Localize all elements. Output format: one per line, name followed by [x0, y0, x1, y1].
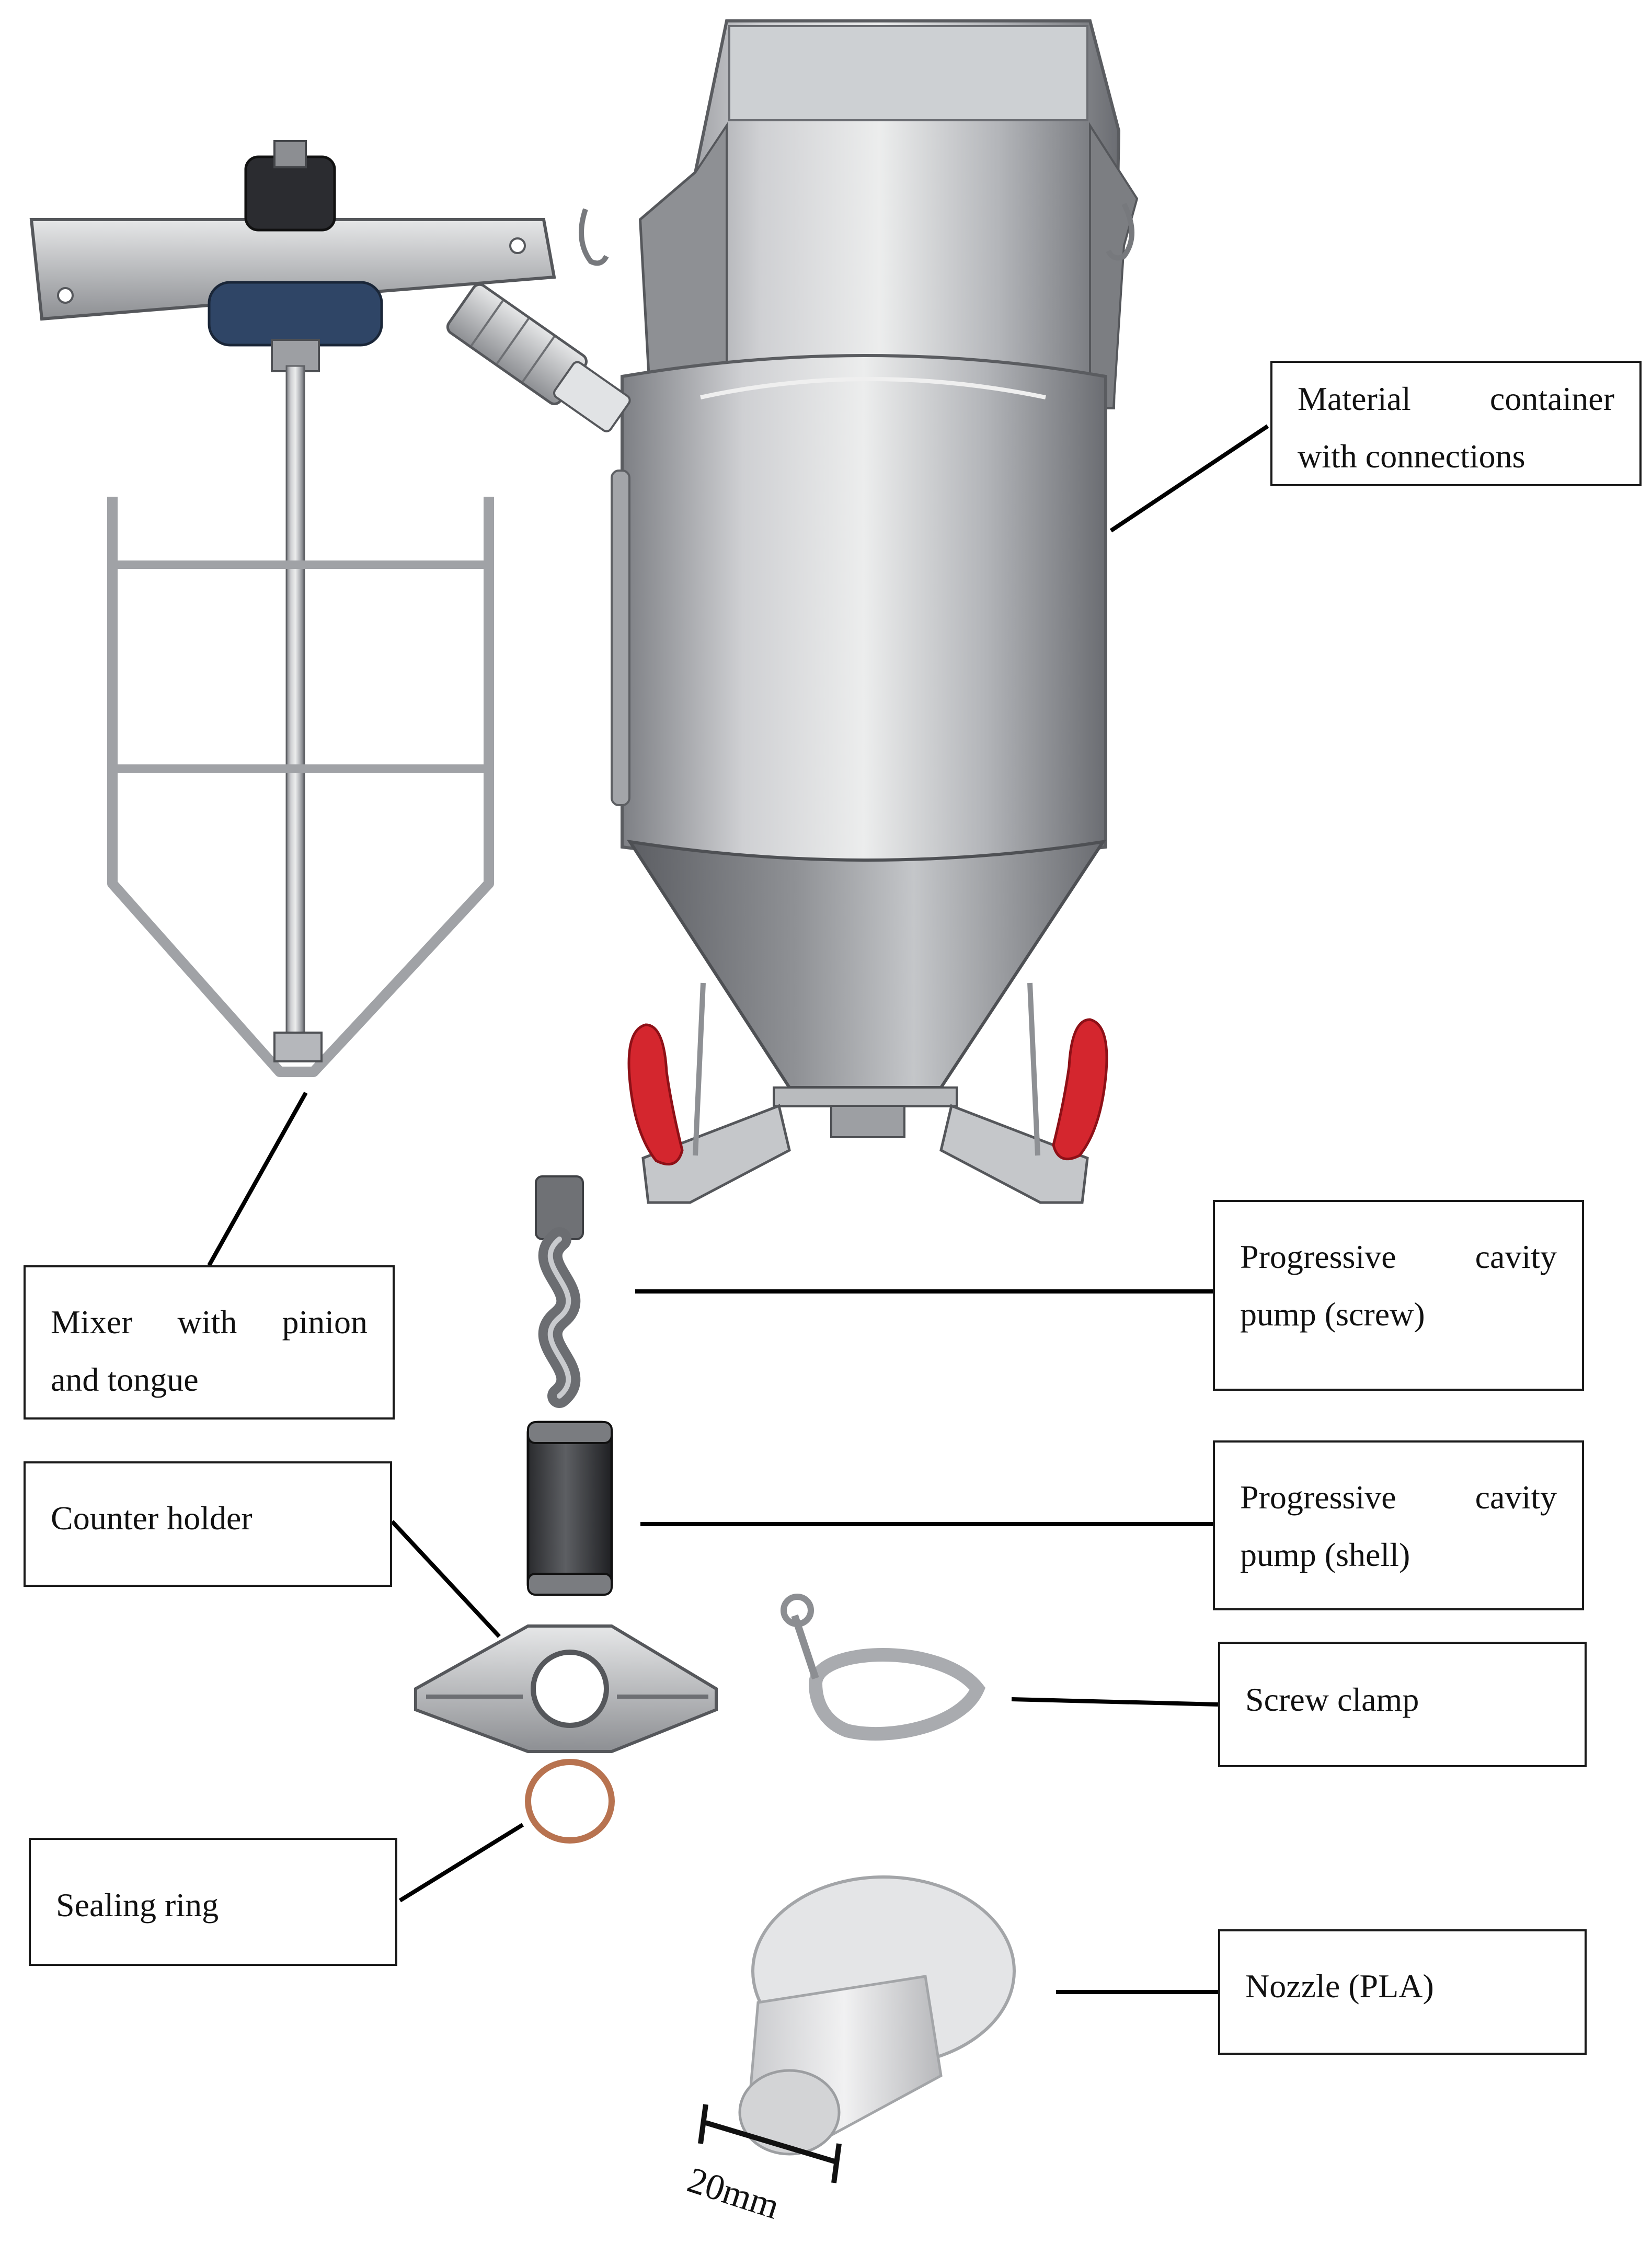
label-line: and tongue — [51, 1361, 199, 1399]
counter-holder-part — [414, 1624, 718, 1753]
pump-screw — [535, 1175, 584, 1408]
label-screw-clamp: Screw clamp — [1218, 1642, 1587, 1767]
label-sealing-ring: Sealing ring — [29, 1838, 397, 1966]
label-line: Mixer with pinion — [51, 1303, 368, 1341]
plate-hole-right — [509, 237, 526, 254]
left-hook — [579, 208, 609, 266]
nozzle-part — [738, 1875, 1016, 2156]
sight-tube — [611, 470, 630, 806]
pinion-shaft-top — [273, 140, 307, 168]
plate-hole-left — [57, 287, 74, 304]
screw-clamp-part — [781, 1594, 985, 1741]
outlet-flange — [773, 1086, 958, 1107]
mixer-frame — [107, 497, 494, 1077]
mixer-plate — [29, 218, 556, 321]
counter-holder-bore — [531, 1650, 609, 1728]
container-cylinder — [621, 354, 1107, 864]
mixer — [29, 140, 556, 1077]
shell-body — [526, 1421, 613, 1596]
label-pcp-screw: Progressive cavity pump (screw) — [1213, 1200, 1584, 1391]
left-clamp-rod — [693, 982, 706, 1156]
screw-highlight — [547, 1237, 571, 1399]
pump-shell — [526, 1421, 613, 1596]
nozzle-outlet — [738, 2069, 841, 2156]
hopper-front-panel — [728, 25, 1088, 121]
leader-counter-holder — [391, 1520, 501, 1638]
label-pcp-shell: Progressive cavity pump (shell) — [1213, 1440, 1584, 1610]
label-line: with connections — [1298, 438, 1525, 475]
label-counter-holder: Counter holder — [24, 1461, 392, 1587]
leader-screw-clamp — [1011, 1697, 1219, 1707]
shell-bottom-rim — [527, 1573, 613, 1596]
right-clamp-rod — [1027, 982, 1040, 1156]
leader-mixer — [207, 1092, 308, 1266]
weld-seam — [700, 377, 1046, 399]
label-line: Material container — [1298, 380, 1614, 417]
material-container — [446, 19, 1139, 1204]
hopper-right-flap — [1089, 122, 1139, 409]
bearing-block — [208, 281, 383, 347]
mixer-shaft — [285, 365, 305, 1047]
inlet-connector — [446, 283, 631, 432]
label-line: Screw clamp — [1245, 1681, 1419, 1718]
shell-top-rim — [527, 1421, 613, 1444]
label-line: Counter holder — [51, 1500, 253, 1537]
right-bracket — [939, 1104, 1089, 1204]
label-line: pump (shell) — [1240, 1536, 1410, 1574]
left-bracket — [641, 1104, 791, 1204]
label-material-container: Material container with connections — [1270, 361, 1642, 486]
label-nozzle: Nozzle (PLA) — [1218, 1929, 1587, 2055]
right-red-handle — [1052, 1018, 1108, 1161]
right-hook — [1106, 202, 1134, 261]
leader-material-container — [1109, 424, 1269, 533]
label-line: Sealing ring — [56, 1886, 219, 1924]
label-mixer: Mixer with pinion and tongue — [24, 1265, 395, 1420]
scale-bar — [698, 2104, 842, 2183]
label-line: Nozzle (PLA) — [1245, 1967, 1434, 2005]
left-red-handle — [627, 1023, 684, 1166]
label-line: Progressive cavity — [1240, 1479, 1557, 1516]
sealing-ring-part — [525, 1759, 615, 1844]
outlet-pipe — [830, 1105, 905, 1138]
label-line: pump (screw) — [1240, 1296, 1425, 1333]
mixer-tongue — [273, 1032, 323, 1062]
label-line: Progressive cavity — [1240, 1238, 1557, 1275]
clamp-band — [808, 1648, 985, 1741]
container-cone — [626, 839, 1107, 1089]
clamp-wing-nut — [781, 1594, 814, 1627]
leader-sealing-ring — [398, 1823, 524, 1903]
